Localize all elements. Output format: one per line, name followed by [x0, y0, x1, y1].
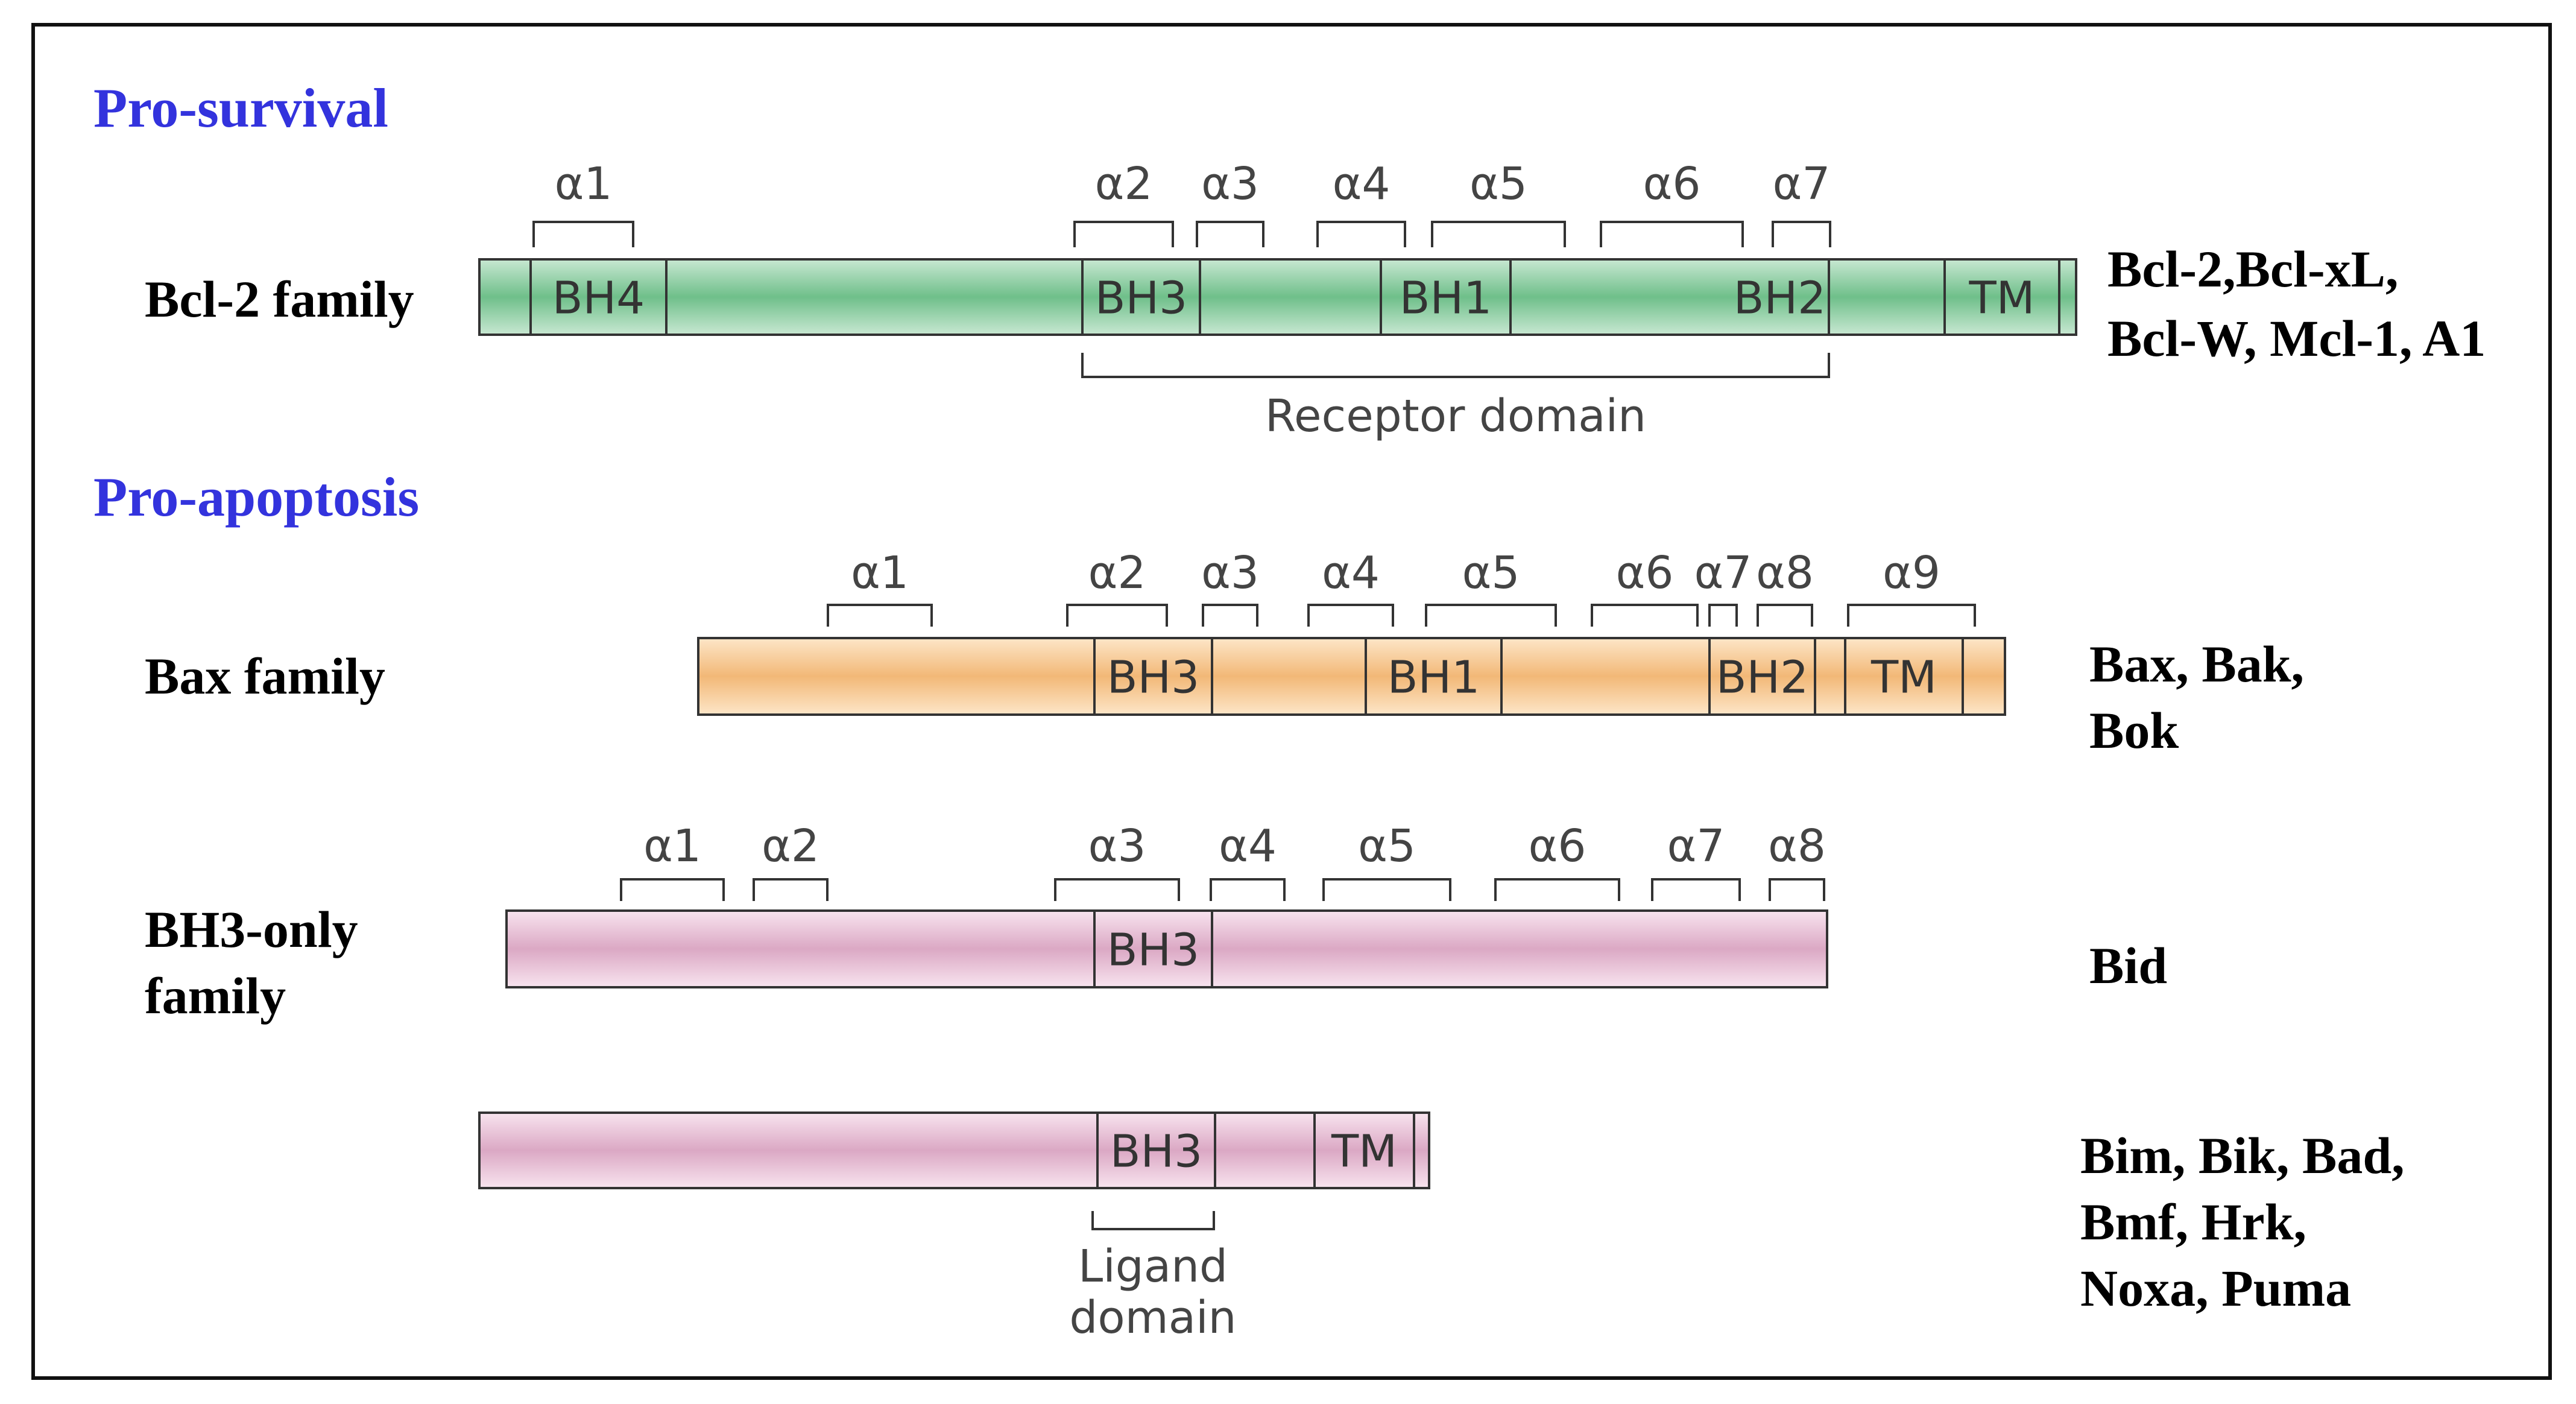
- helix-bracket: [1307, 604, 1394, 627]
- helix-label: α6: [1643, 158, 1701, 210]
- domain-label-tm: TM: [1870, 652, 1937, 704]
- helix-bracket: [753, 878, 829, 901]
- section-title-pro-survival: Pro-survival: [93, 77, 388, 139]
- helix-label: α3: [1201, 158, 1259, 210]
- helix-bracket: [1431, 221, 1566, 247]
- protein-bar-bid: [505, 909, 1828, 988]
- helix-bracket: [1054, 878, 1180, 901]
- helix-label: α6: [1529, 820, 1586, 872]
- helix-label: α2: [762, 820, 819, 872]
- domain-label-bh1: BH1: [1387, 652, 1480, 704]
- protein-bar-bcl2: [478, 258, 2077, 336]
- helix-label: α5: [1358, 820, 1416, 872]
- family-label-bcl2: Bcl-2 family: [145, 270, 414, 328]
- helix-label: α4: [1219, 820, 1277, 872]
- members-label-bcl2: Bcl-2,Bcl-xL,: [2107, 240, 2399, 298]
- helix-bracket: [1600, 221, 1744, 247]
- helix-label: α1: [851, 547, 909, 599]
- helix-label: α2: [1095, 158, 1153, 210]
- domain-label-bh3: BH3: [1107, 652, 1200, 704]
- helix-bracket: [1769, 878, 1825, 901]
- protein-bar-bim: [478, 1112, 1430, 1189]
- helix-label: α4: [1333, 158, 1391, 210]
- helix-bracket: [1708, 604, 1738, 627]
- section-title-pro-apoptosis: Pro-apoptosis: [93, 466, 419, 528]
- helix-label: α1: [555, 158, 613, 210]
- domain-label-bh3: BH3: [1095, 273, 1188, 324]
- helix-bracket: [620, 878, 725, 901]
- members-label-bax: Bax, Bak,: [2089, 635, 2304, 693]
- members-label-bim: Noxa, Puma: [2080, 1259, 2351, 1317]
- members-label-bcl2: Bcl-W, Mcl-1, A1: [2107, 309, 2486, 367]
- helix-label: α6: [1616, 547, 1674, 599]
- members-label-bim: Bmf, Hrk,: [2080, 1193, 2306, 1251]
- ligand-domain-label: domain: [1069, 1292, 1236, 1344]
- receptor-domain-bracket: [1081, 353, 1830, 378]
- helix-bracket: [1196, 221, 1264, 247]
- family-label-bid: BH3-only: [145, 900, 358, 958]
- ligand-domain-label: Ligand: [1078, 1241, 1228, 1292]
- domain-label-bh3: BH3: [1107, 925, 1200, 976]
- domain-label-bh4: BH4: [552, 273, 645, 324]
- helix-bracket: [1591, 604, 1699, 627]
- protein-bar-bax: [697, 637, 2006, 716]
- receptor-domain-label: Receptor domain: [1265, 390, 1646, 442]
- family-label-bax: Bax family: [145, 647, 385, 705]
- helix-bracket: [1847, 604, 1976, 627]
- helix-bracket: [827, 604, 933, 627]
- helix-bracket: [1494, 878, 1620, 901]
- domain-label-bh2: BH2: [1734, 273, 1826, 324]
- domain-label-tm: TM: [1968, 273, 2035, 324]
- members-label-bim: Bim, Bik, Bad,: [2080, 1127, 2405, 1184]
- helix-label: α7: [1694, 547, 1752, 599]
- helix-label: α7: [1667, 820, 1725, 872]
- members-label-bid: Bid: [2089, 937, 2167, 994]
- helix-bracket: [1073, 221, 1174, 247]
- family-label-bid: family: [145, 967, 286, 1025]
- helix-bracket: [1651, 878, 1741, 901]
- helix-bracket: [1322, 878, 1451, 901]
- helix-bracket: [1425, 604, 1557, 627]
- helix-bracket: [1316, 221, 1406, 247]
- helix-label: α2: [1088, 547, 1146, 599]
- helix-label: α7: [1773, 158, 1831, 210]
- helix-label: α8: [1756, 547, 1814, 599]
- helix-label: α4: [1322, 547, 1380, 599]
- helix-label: α8: [1768, 820, 1826, 872]
- helix-bracket: [1066, 604, 1168, 627]
- domain-label-bh3: BH3: [1110, 1126, 1203, 1178]
- domain-label-tm: TM: [1331, 1126, 1397, 1178]
- helix-bracket: [1772, 221, 1831, 247]
- domain-label-bh1: BH1: [1400, 273, 1492, 324]
- members-label-bax: Bok: [2089, 701, 2179, 759]
- helix-bracket: [1757, 604, 1813, 627]
- domain-label-bh2: BH2: [1716, 652, 1809, 704]
- helix-label: α1: [643, 820, 701, 872]
- helix-label: α3: [1201, 547, 1259, 599]
- helix-bracket: [1202, 604, 1258, 627]
- helix-label: α5: [1462, 547, 1520, 599]
- helix-label: α9: [1883, 547, 1940, 599]
- helix-label: α3: [1088, 820, 1146, 872]
- helix-label: α5: [1470, 158, 1527, 210]
- helix-bracket: [1210, 878, 1286, 901]
- helix-bracket: [532, 221, 634, 247]
- ligand-domain-bracket: [1091, 1211, 1215, 1230]
